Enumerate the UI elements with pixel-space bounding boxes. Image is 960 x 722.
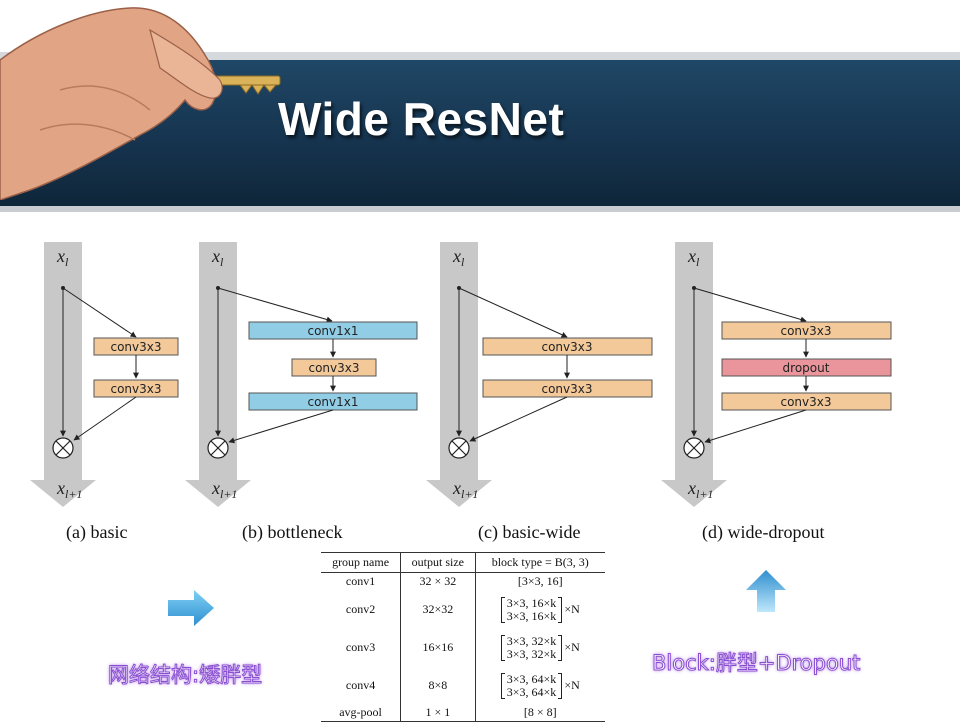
slide-title: Wide ResNet [278, 93, 565, 145]
table-row: conv1 32 × 32 [3×3, 16] [321, 572, 605, 590]
diagram-basic: xl conv3x3 conv3x3 xl+1 (a) basic [30, 242, 179, 543]
block-label: conv3x3 [308, 361, 359, 375]
block-type-cell: [8 × 8] [523, 705, 557, 719]
resnet-block-diagrams: xl conv3x3 conv3x3 xl+1 (a) basic xl con… [30, 242, 892, 543]
multiply-circle-icon [52, 437, 74, 459]
block-multiplier: ×N [564, 678, 580, 692]
block-label: conv3x3 [110, 340, 161, 354]
merge-arrow [704, 409, 807, 444]
diagram-caption: (b) bottleneck [242, 522, 342, 543]
diagram-wide-dropout: xl conv3x3 dropout conv3x3 xl+1 (d) wide… [661, 242, 892, 543]
block-conv3x3 [721, 392, 892, 411]
input-label: xl [211, 246, 224, 269]
multiply-circle-icon [683, 437, 705, 459]
table-row: avg-pool 1 × 1 [8 × 8] [321, 704, 605, 722]
group-name-cell: conv4 [321, 666, 402, 704]
diagram-caption: (c) basic-wide [478, 522, 580, 543]
block-label: conv3x3 [110, 382, 161, 396]
residual-arrow [217, 287, 333, 323]
block-conv3x3 [482, 379, 653, 398]
output-label: xl+1 [452, 478, 478, 501]
block-label: conv1x1 [307, 395, 358, 409]
block-multiplier: ×N [564, 602, 580, 616]
merge-arrow [469, 396, 568, 442]
input-label: xl [687, 246, 700, 269]
output-size-cell: 8×8 [400, 666, 476, 704]
diagram-basic-wide: xl conv3x3 conv3x3 xl+1 (c) basic-wide [426, 242, 653, 543]
merge-arrow [73, 396, 137, 441]
block-multiplier: ×N [564, 640, 580, 654]
hand-holding-key-icon [0, 7, 281, 200]
multiply-circle-icon [207, 437, 229, 459]
block-type-cell: [3×3, 16] [517, 574, 563, 588]
block-label: conv3x3 [780, 324, 831, 338]
residual-arrow [62, 287, 137, 338]
residual-arrow [458, 287, 568, 338]
diagram-caption: (a) basic [66, 522, 127, 543]
network-config-table: group name output size block type = B(3,… [321, 552, 605, 722]
banner-bottom-strip [0, 206, 960, 212]
arrow-up-icon [746, 570, 786, 612]
input-label: xl [56, 246, 69, 269]
input-label: xl [452, 246, 465, 269]
block-label: conv1x1 [307, 324, 358, 338]
output-size-cell: 32 × 32 [400, 572, 476, 590]
multiply-circle-icon [448, 437, 470, 459]
table-header: group name [321, 552, 402, 573]
output-size-cell: 16×16 [400, 628, 476, 666]
merge-arrow [228, 409, 334, 444]
diagram-caption: (d) wide-dropout [702, 522, 824, 543]
banner-top-strip [0, 52, 960, 60]
table-header: block type = B(3, 3) [475, 552, 605, 573]
group-name-cell: avg-pool [321, 704, 402, 722]
note-network-structure: 网络结构:矮胖型 [107, 663, 263, 688]
output-label: xl+1 [687, 478, 713, 501]
arrow-right-icon [168, 590, 214, 626]
note-block-structure: Block:胖型+Dropout [651, 651, 861, 676]
block-label: dropout [783, 361, 830, 375]
group-name-cell: conv1 [321, 572, 402, 590]
block-label: conv3x3 [541, 382, 592, 396]
output-size-cell: 1 × 1 [400, 704, 476, 722]
output-label: xl+1 [56, 478, 82, 501]
group-name-cell: conv3 [321, 628, 402, 666]
block-label: conv3x3 [780, 395, 831, 409]
table-header-row: group name output size block type = B(3,… [321, 552, 605, 573]
table-header: output size [400, 552, 476, 573]
block-label: conv3x3 [541, 340, 592, 354]
output-size-cell: 32×32 [400, 590, 476, 628]
diagram-bottleneck: xl conv1x1 conv3x3 conv1x1 xl+1 (b) bott… [185, 242, 418, 543]
residual-arrow [693, 287, 807, 323]
output-label: xl+1 [211, 478, 237, 501]
group-name-cell: conv2 [321, 590, 402, 628]
block-conv3x3 [291, 358, 377, 377]
